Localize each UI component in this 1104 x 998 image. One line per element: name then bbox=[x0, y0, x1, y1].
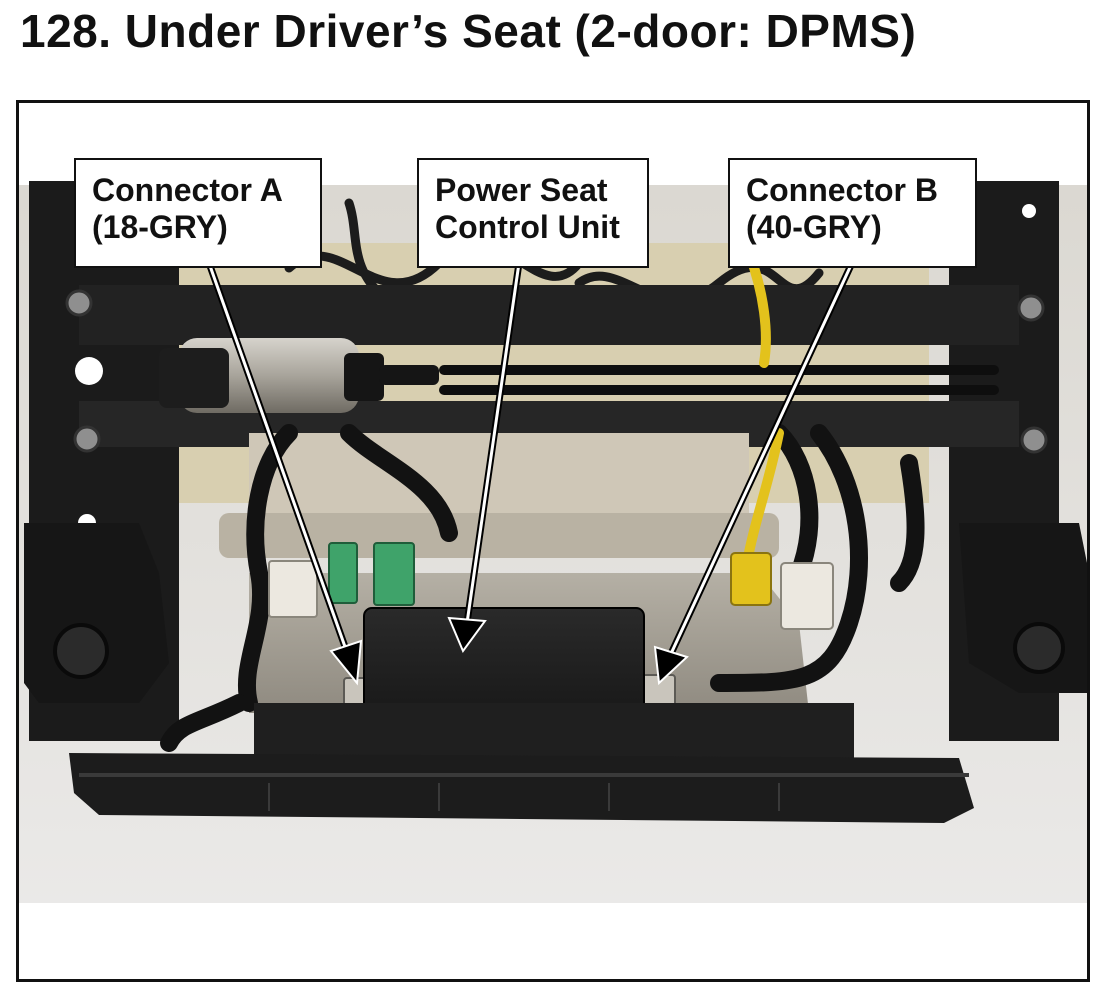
callout-connector-a-spec: (18-GRY) bbox=[92, 209, 228, 245]
callout-connector-b: Connector B (40-GRY) bbox=[728, 158, 977, 268]
callout-pscu-line1: Power Seat bbox=[435, 172, 608, 208]
callout-connector-b-name: Connector B bbox=[746, 172, 938, 208]
callout-connector-a-name: Connector A bbox=[92, 172, 283, 208]
figure-frame: Connector A (18-GRY) Power Seat Control … bbox=[16, 100, 1090, 982]
callout-pscu-line2: Control Unit bbox=[435, 209, 620, 245]
page-title: 128. Under Driver’s Seat (2-door: DPMS) bbox=[20, 5, 917, 57]
callout-connector-a: Connector A (18-GRY) bbox=[74, 158, 322, 268]
callout-power-seat-control-unit: Power Seat Control Unit bbox=[417, 158, 649, 268]
callout-connector-b-spec: (40-GRY) bbox=[746, 209, 882, 245]
